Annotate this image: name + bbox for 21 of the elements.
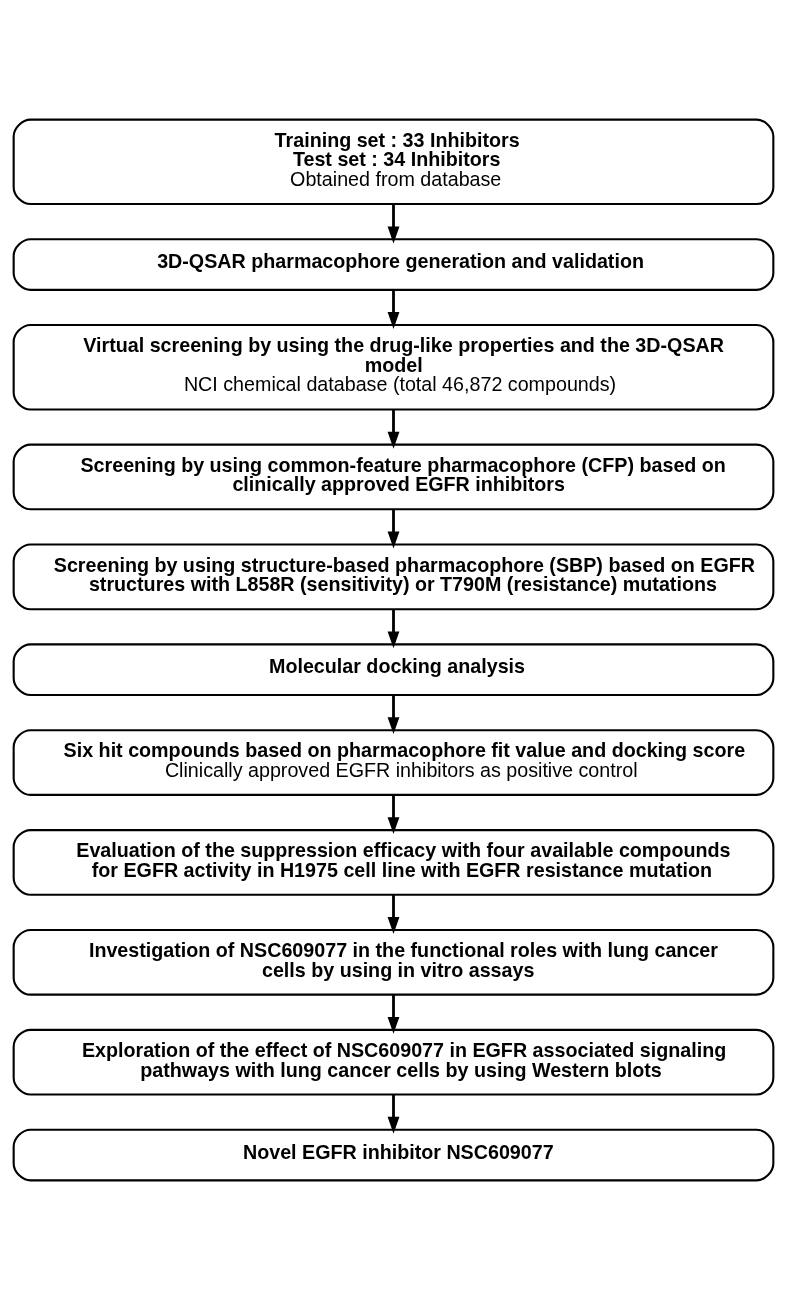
arrow — [387, 203, 400, 243]
arrow — [387, 994, 400, 1034]
node-box: Screening by using structure-based pharmacophore (SBP) based on EGFR structures with L858R (sensitivity) or T790M (resistance) mutations — [12, 542, 775, 610]
node-box: Investigation of NSC609077 in the functional roles with lung cancer cells by using in vitro assays — [12, 928, 775, 996]
node-box: Exploration of the effect of NSC609077 in EGFR associated signaling pathways with lung cancer cells by using Western blots — [12, 1028, 775, 1096]
arrow — [387, 409, 400, 449]
node-box: Evaluation of the suppression efficacy with four available compounds for EGFR activity in H1975 cell line with EGFR resistance mutation — [12, 828, 775, 896]
node-box: Training set : 33 Inhibitors Test set : 34 Inhibitors Obtained from database — [12, 118, 775, 205]
arrow — [387, 1094, 400, 1134]
node-box: Six hit compounds based on pharmacophore fit value and docking score Clinically approved EGFR inhibitors as positive control — [12, 728, 775, 796]
arrow — [387, 289, 400, 329]
arrow — [387, 509, 400, 548]
node-box: Novel EGFR inhibitor NSC609077 — [12, 1128, 775, 1181]
arrow — [387, 894, 400, 934]
node-box: Molecular docking analysis — [12, 642, 775, 696]
node-box: 3D-QSAR pharmacophore generation and validation — [12, 237, 775, 291]
node-box: Virtual screening by using the drug-like properties and the 3D-QSAR model NCI chemical database (total 46,872 compounds) — [12, 323, 775, 410]
arrow — [387, 694, 400, 734]
node-box: Screening by using common-feature pharmacophore (CFP) based on clinically approved EGFR inhibitors — [12, 443, 775, 510]
arrow — [387, 608, 400, 648]
arrow — [387, 794, 400, 834]
